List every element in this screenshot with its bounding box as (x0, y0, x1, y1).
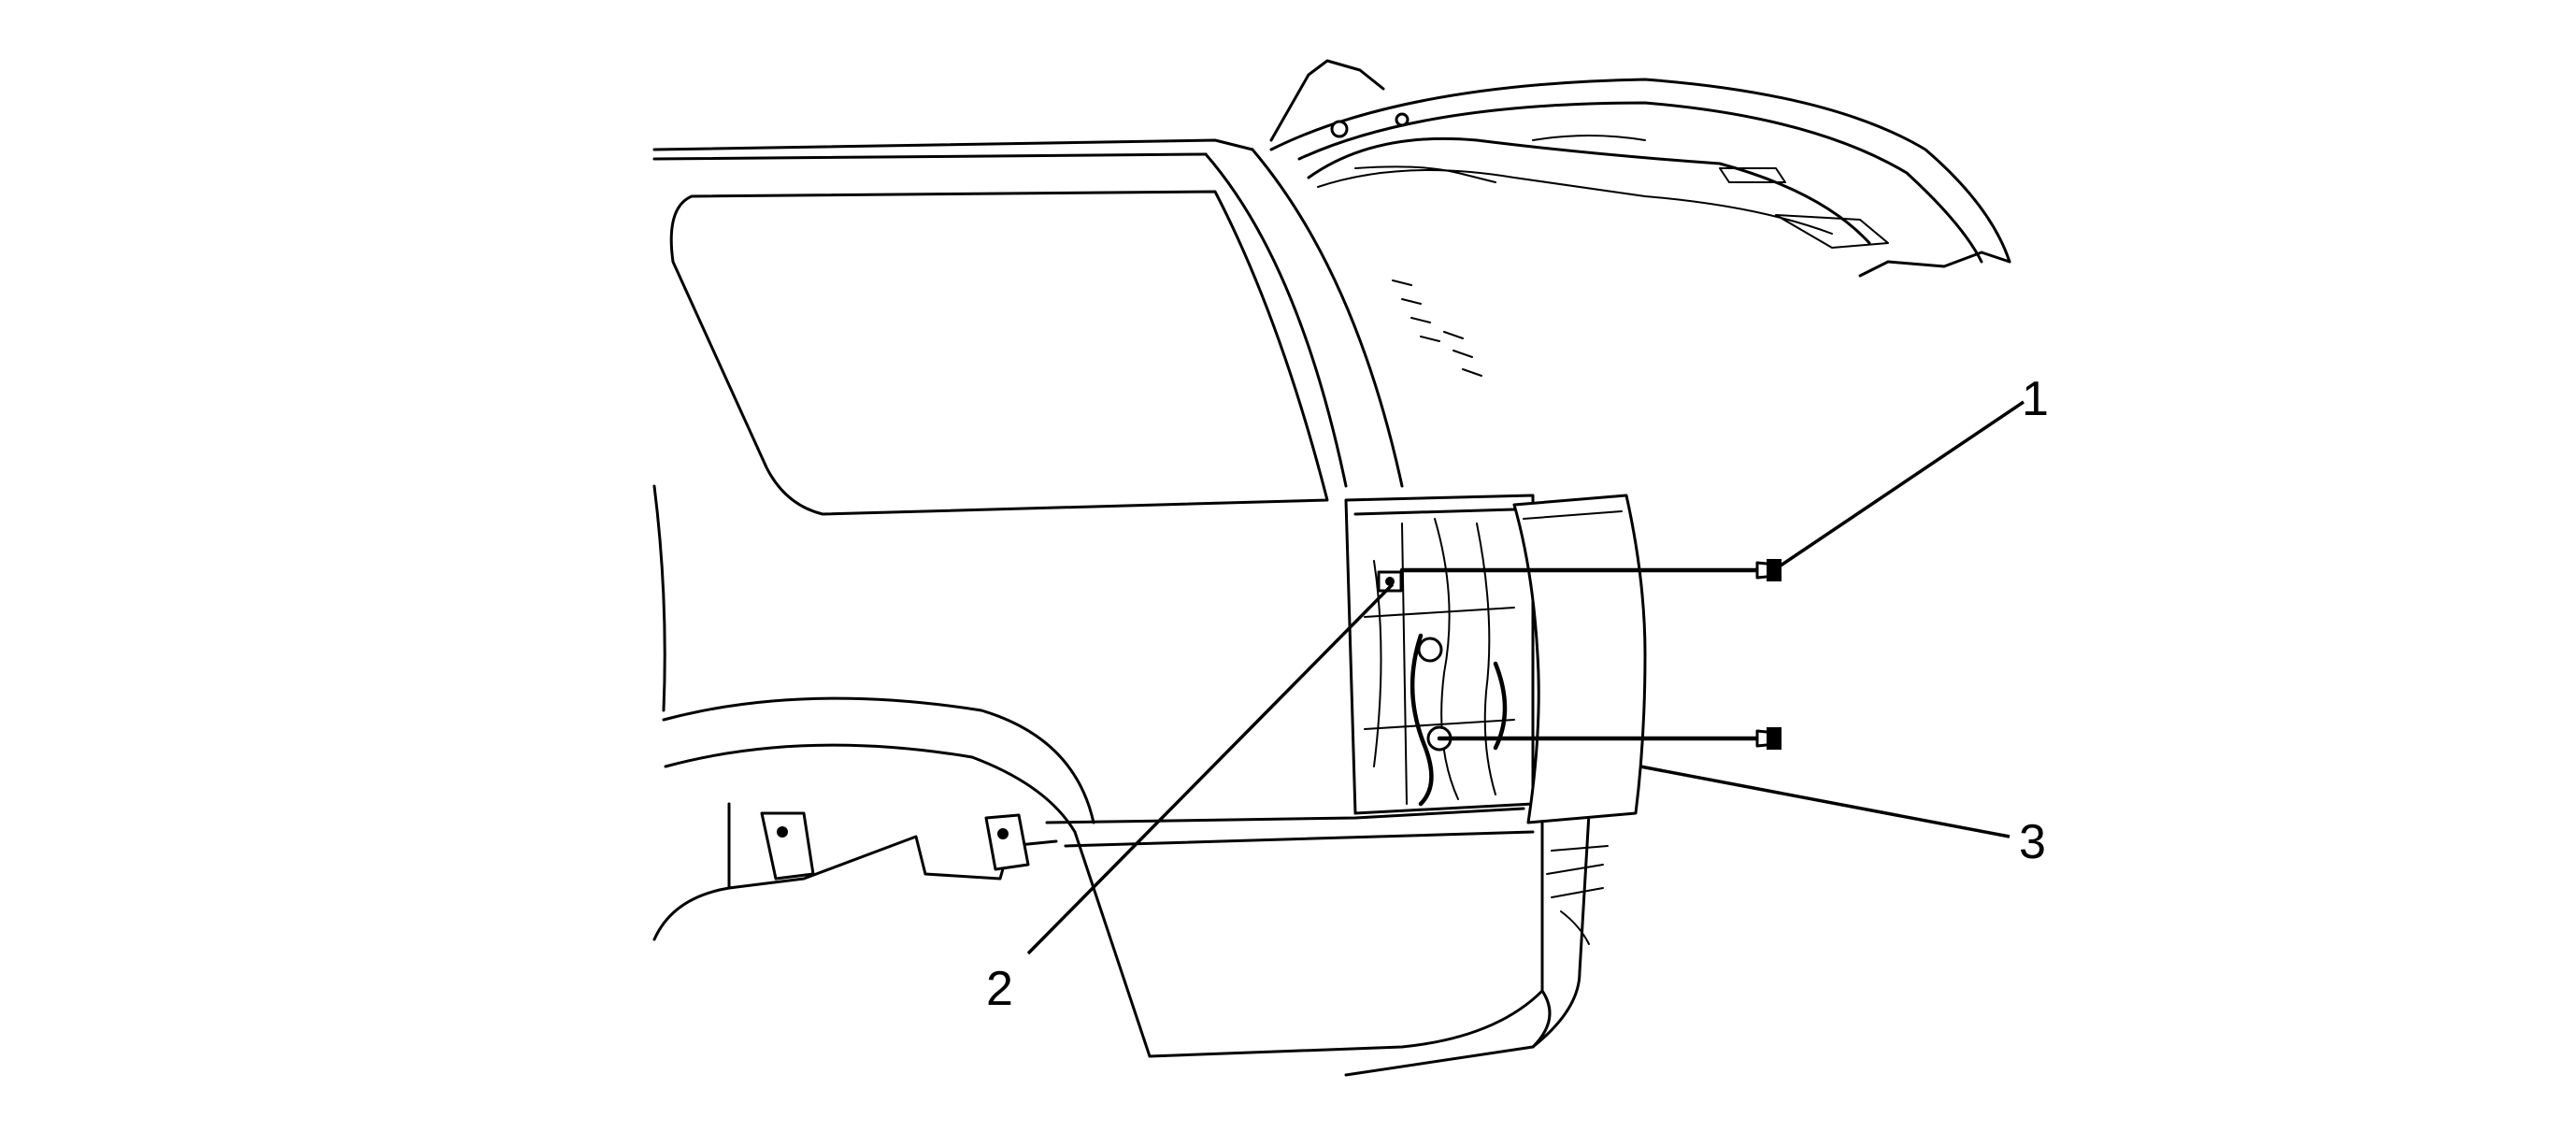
callout-leader-1 (1780, 400, 2025, 567)
vehicle-body (652, 138, 1609, 1077)
callout-leader-2 (1026, 582, 1395, 955)
callout-leader-3 (1639, 765, 2011, 838)
tail-lamp-assembly (1512, 494, 1647, 824)
lamp-bolt-upper (1399, 559, 1782, 581)
lamp-opening (1344, 279, 1535, 815)
lamp-bolt-lower (1437, 727, 1782, 750)
callout-label-3: 3 (2019, 815, 2046, 869)
liftgate (1269, 59, 2011, 278)
callout-label-1: 1 (2022, 372, 2049, 426)
callout-label-2: 2 (986, 962, 1013, 1016)
